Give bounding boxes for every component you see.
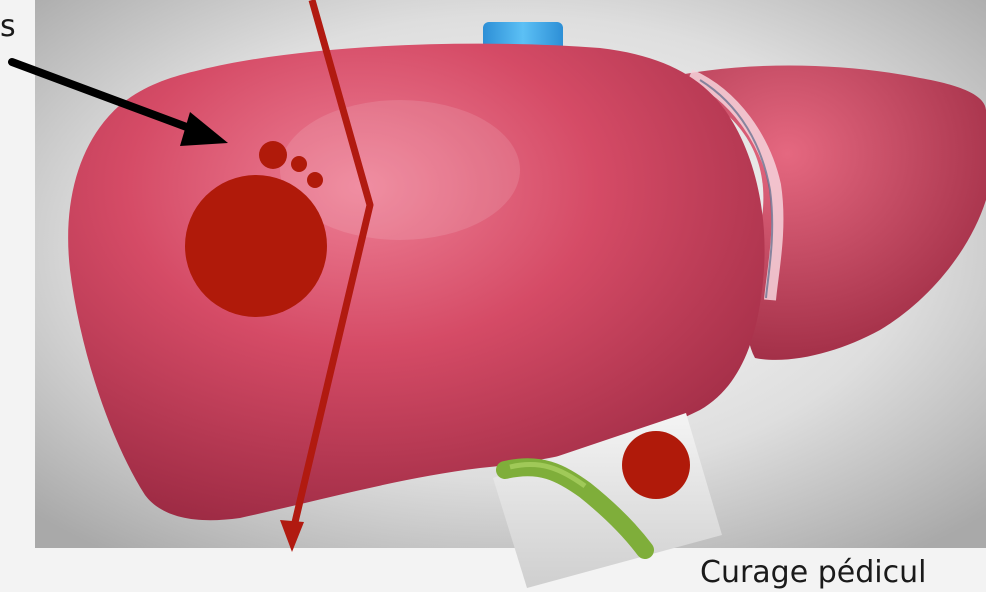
pedicle-caption: Curage pédicul xyxy=(700,558,926,588)
lymph-node-marker xyxy=(622,431,690,499)
tumor-large xyxy=(185,175,327,317)
tumor-satellite-3 xyxy=(307,172,323,188)
slide-text-fragment: s xyxy=(0,12,16,42)
tumor-satellite-1 xyxy=(259,141,287,169)
tumor-satellite-2 xyxy=(291,156,307,172)
